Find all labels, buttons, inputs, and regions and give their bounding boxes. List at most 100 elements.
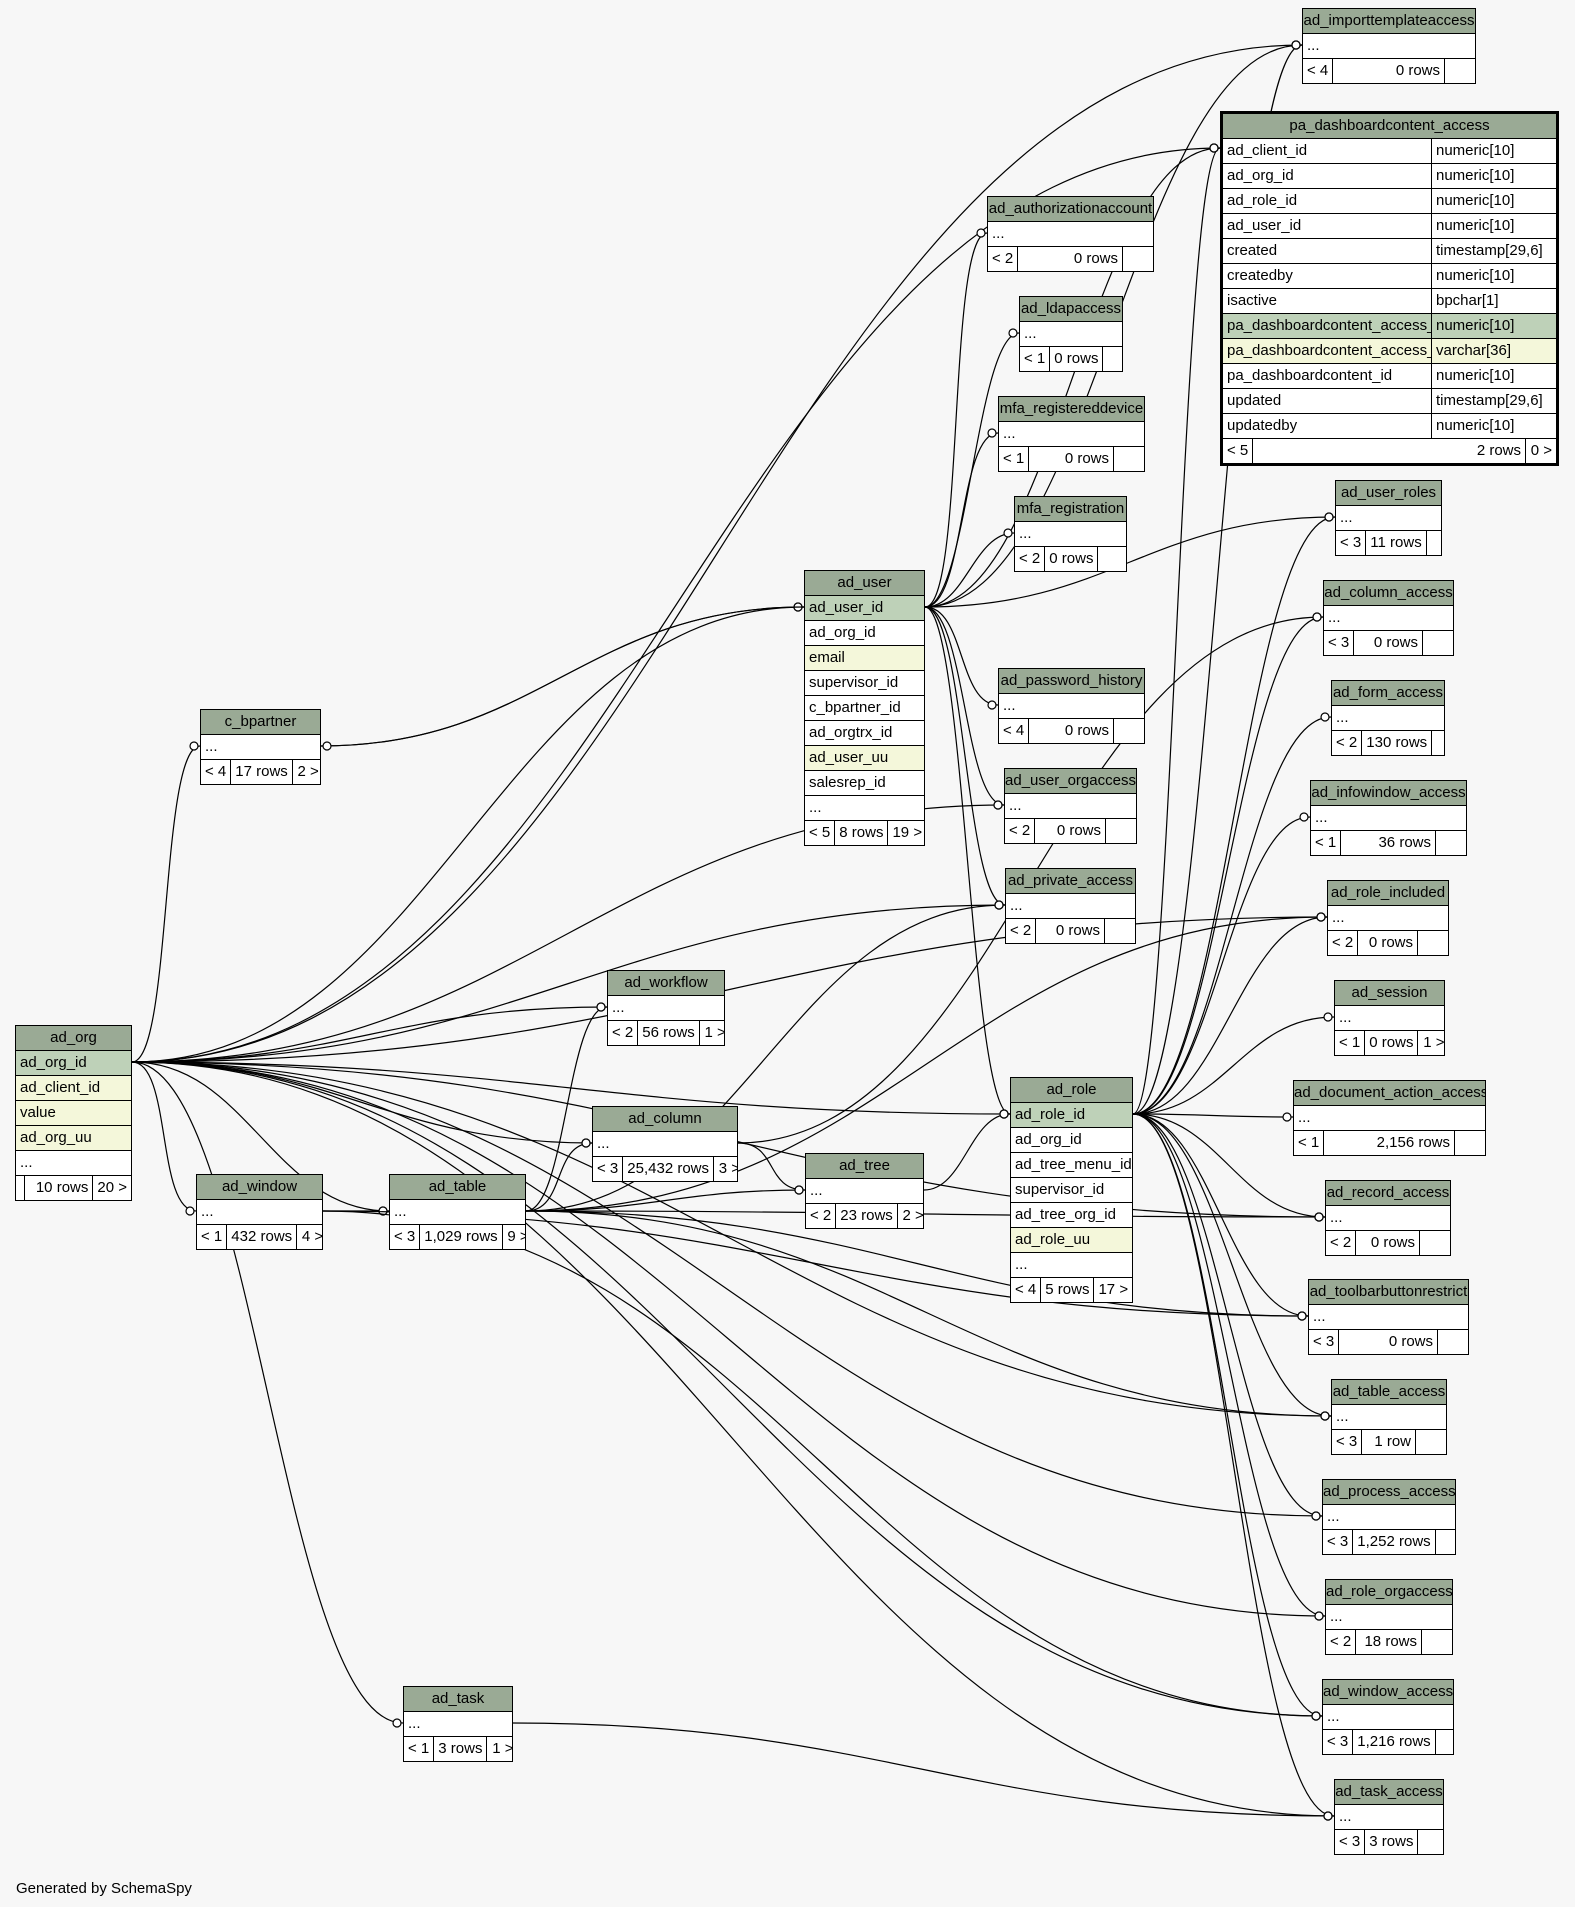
- more-columns-row[interactable]: ...: [1323, 1505, 1455, 1530]
- more-columns-row[interactable]: ...: [1323, 1705, 1453, 1730]
- more-columns-row[interactable]: ...: [1303, 34, 1475, 59]
- column-row[interactable]: ad_tree_org_id: [1011, 1203, 1132, 1228]
- parents-link[interactable]: < 4: [1303, 59, 1334, 83]
- parents-link[interactable]: < 4: [999, 719, 1030, 743]
- more-columns-row[interactable]: ...: [1309, 1305, 1468, 1330]
- more-columns-row[interactable]: ...: [1335, 1006, 1444, 1031]
- children-link[interactable]: [1422, 1630, 1452, 1654]
- parents-link[interactable]: < 4: [201, 760, 232, 784]
- children-link[interactable]: [1423, 631, 1453, 655]
- table-title[interactable]: ad_window: [197, 1175, 322, 1200]
- parents-link[interactable]: < 2: [988, 247, 1019, 271]
- table-title[interactable]: ad_org: [16, 1026, 131, 1051]
- table-title[interactable]: ad_user: [805, 571, 924, 596]
- parents-link[interactable]: < 3: [1335, 1830, 1366, 1854]
- parents-link[interactable]: < 3: [1309, 1330, 1340, 1354]
- more-columns-row[interactable]: ...: [999, 422, 1144, 447]
- column-row[interactable]: ad_user_id: [805, 596, 924, 621]
- column-row[interactable]: ad_role_uu: [1011, 1228, 1132, 1253]
- parents-link[interactable]: < 3: [1323, 1730, 1354, 1754]
- children-link[interactable]: 2 >: [902, 1207, 923, 1224]
- children-link[interactable]: [1436, 1730, 1453, 1754]
- column-row[interactable]: email: [805, 646, 924, 671]
- children-link[interactable]: 2 >: [297, 763, 319, 780]
- children-link[interactable]: [1418, 931, 1448, 955]
- children-link[interactable]: 9 >: [507, 1228, 525, 1245]
- column-row[interactable]: value: [16, 1101, 131, 1126]
- table-title[interactable]: ad_workflow: [608, 971, 724, 996]
- more-columns-row[interactable]: ...: [1006, 894, 1135, 919]
- table-title[interactable]: ad_process_access: [1323, 1480, 1455, 1505]
- parents-link[interactable]: < 3: [1332, 1430, 1363, 1454]
- parents-link[interactable]: < 4: [1011, 1278, 1042, 1302]
- parents-link[interactable]: [16, 1176, 25, 1200]
- table-title[interactable]: ad_task: [404, 1687, 512, 1712]
- parents-link[interactable]: < 5: [1223, 439, 1254, 463]
- children-link[interactable]: 1 >: [1423, 1034, 1444, 1051]
- more-columns-row[interactable]: ...: [1335, 1805, 1443, 1830]
- more-columns-row[interactable]: ...: [201, 735, 320, 760]
- more-columns-row[interactable]: ...: [1015, 522, 1126, 547]
- table-title[interactable]: mfa_registration: [1015, 497, 1126, 522]
- column-row[interactable]: ad_orgtrx_id: [805, 721, 924, 746]
- children-link[interactable]: [1445, 59, 1475, 83]
- parents-link[interactable]: < 3: [1323, 1530, 1354, 1554]
- more-columns-row[interactable]: ...: [1311, 806, 1466, 831]
- parents-link[interactable]: < 2: [1006, 919, 1037, 943]
- parents-link[interactable]: < 3: [593, 1157, 624, 1181]
- column-row[interactable]: ad_org_id: [805, 621, 924, 646]
- parents-link[interactable]: < 2: [1328, 931, 1359, 955]
- table-title[interactable]: ad_form_access: [1332, 681, 1444, 706]
- column-row[interactable]: ad_org_uu: [16, 1126, 131, 1151]
- more-columns-row[interactable]: ...: [1326, 1206, 1450, 1231]
- table-title[interactable]: ad_ldapaccess: [1020, 297, 1122, 322]
- parents-link[interactable]: < 3: [1336, 531, 1367, 555]
- children-link[interactable]: [1418, 1830, 1443, 1854]
- children-link[interactable]: [1455, 1131, 1485, 1155]
- more-columns-row[interactable]: ...: [404, 1712, 512, 1737]
- more-columns-row[interactable]: ...: [805, 796, 924, 821]
- parents-link[interactable]: < 2: [806, 1204, 837, 1228]
- children-link[interactable]: [1114, 719, 1144, 743]
- table-title[interactable]: mfa_registereddevice: [999, 397, 1144, 422]
- children-link[interactable]: [1436, 1530, 1455, 1554]
- parents-link[interactable]: < 3: [1324, 631, 1355, 655]
- table-title[interactable]: ad_task_access: [1335, 1780, 1443, 1805]
- more-columns-row[interactable]: ...: [1020, 322, 1122, 347]
- more-columns-row[interactable]: ...: [1294, 1106, 1485, 1131]
- column-row[interactable]: c_bpartner_id: [805, 696, 924, 721]
- column-row[interactable]: ad_tree_menu_id: [1011, 1153, 1132, 1178]
- children-link[interactable]: 17 >: [1098, 1281, 1129, 1298]
- parents-link[interactable]: < 1: [999, 447, 1030, 471]
- children-link[interactable]: 1 >: [704, 1024, 724, 1041]
- children-link[interactable]: 4 >: [301, 1228, 322, 1245]
- parents-link[interactable]: < 1: [1311, 831, 1342, 855]
- table-title[interactable]: pa_dashboardcontent_access: [1223, 114, 1556, 139]
- more-columns-row[interactable]: ...: [1332, 706, 1444, 731]
- more-columns-row[interactable]: ...: [593, 1132, 737, 1157]
- children-link[interactable]: [1436, 831, 1466, 855]
- parents-link[interactable]: < 5: [805, 821, 836, 845]
- more-columns-row[interactable]: ...: [1328, 906, 1448, 931]
